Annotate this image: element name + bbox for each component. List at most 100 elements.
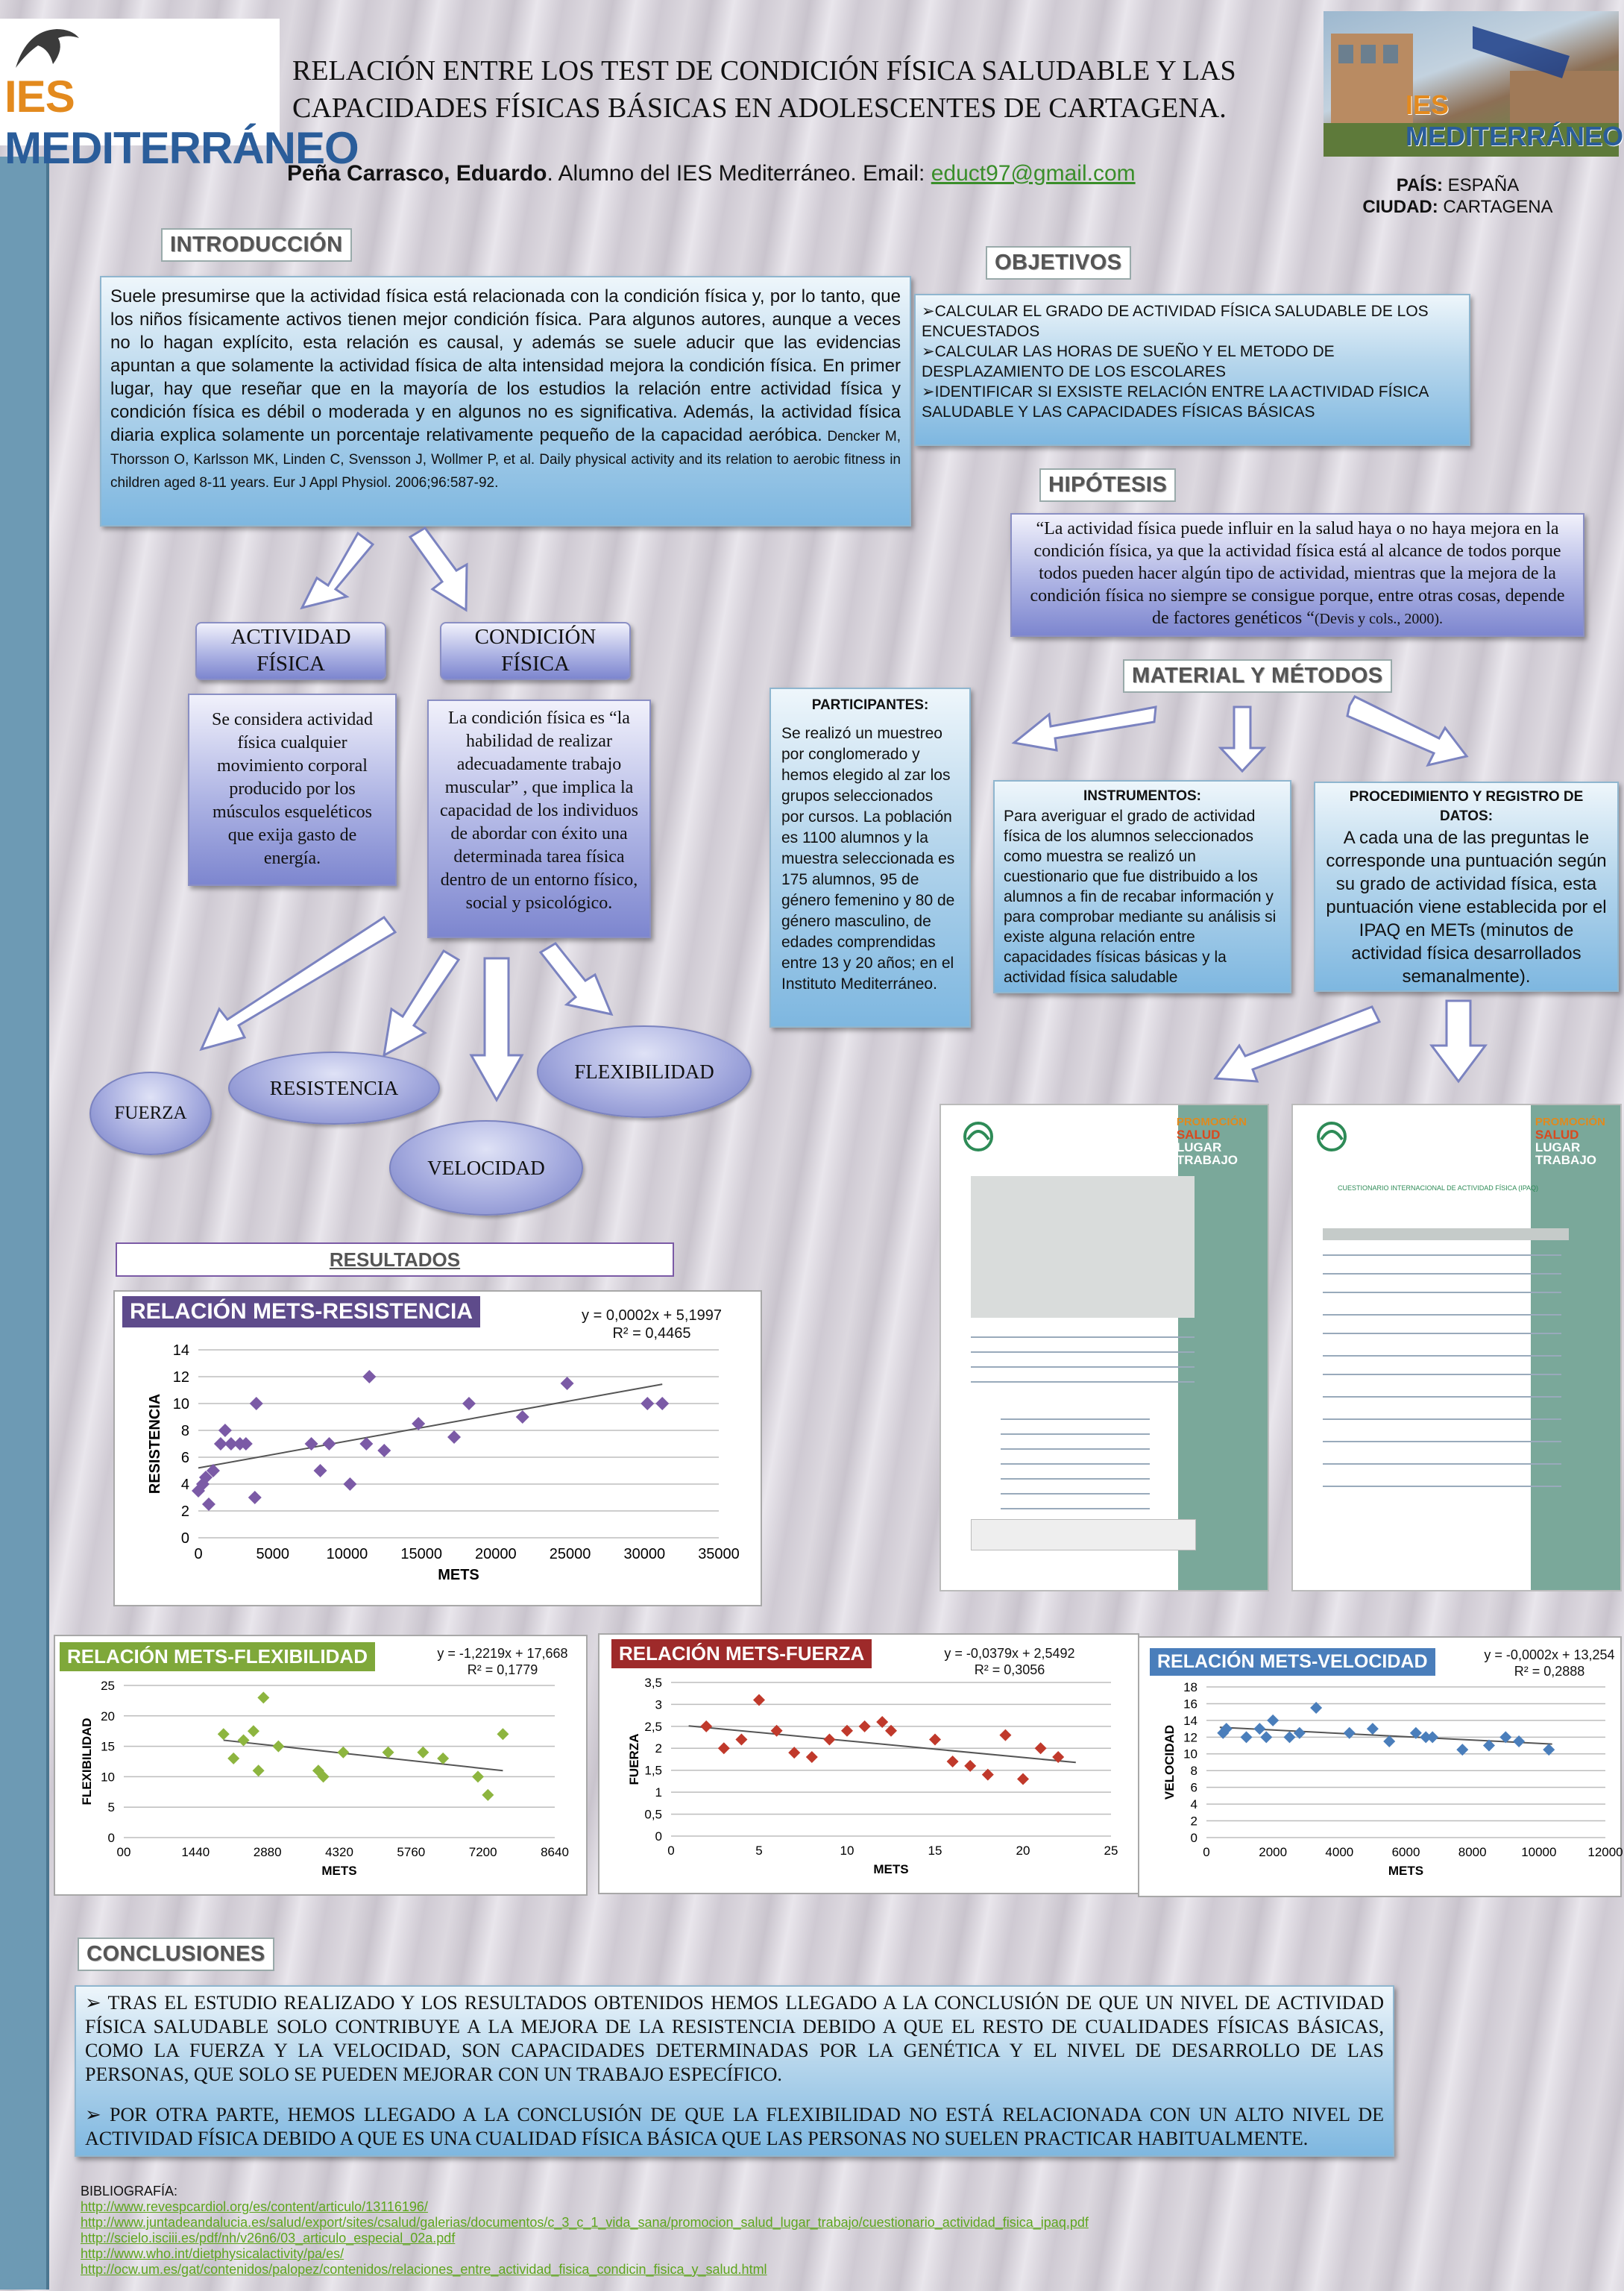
x-tick-label: 00	[117, 1845, 131, 1859]
flexibilidad-ellipse: FLEXIBILIDAD	[537, 1025, 752, 1118]
data-point	[227, 1752, 240, 1764]
conclusion-item: ➢ TRAS EL ESTUDIO REALIZADO Y LOS RESULT…	[85, 1991, 1384, 2087]
arrow-to-participantes-icon	[1218, 705, 1267, 773]
x-tick-label: 20000	[475, 1546, 517, 1562]
x-axis-label: METS	[1388, 1864, 1423, 1878]
document-side-band	[1531, 1105, 1620, 1590]
objetivo-item: ➢IDENTIFICAR SI EXSISTE RELACIÓN ENTRE L…	[922, 382, 1463, 422]
x-tick-label: 25	[1104, 1844, 1118, 1858]
y-tick-label: 25	[101, 1679, 115, 1693]
brand-line: LUGAR	[1535, 1140, 1581, 1154]
objetivos-box: ➢CALCULAR EL GRADO DE ACTIVIDAD FÍSICA S…	[914, 294, 1470, 446]
chart-title: RELACIÓN METS-FLEXIBILIDAD	[60, 1642, 375, 1671]
data-point	[482, 1788, 494, 1801]
intro-arrows	[300, 527, 468, 612]
condicion-fisica-title: CONDICIÓN FÍSICA	[440, 622, 631, 680]
arrow-down-left-icon	[300, 531, 375, 610]
data-point	[770, 1724, 783, 1737]
bibliografia-link[interactable]: http://www.revespcardiol.org/es/content/…	[81, 2199, 428, 2214]
x-tick-label: 0	[1203, 1845, 1209, 1859]
data-point	[885, 1724, 897, 1737]
hipotesis-box: “La actividad física puede influir en la…	[1010, 513, 1584, 637]
data-point	[981, 1768, 994, 1781]
data-point	[317, 1770, 330, 1783]
logo-mediterraneo-text: MEDITERRÁNEO	[4, 123, 359, 173]
author-email-link[interactable]: educt97@gmail.com	[931, 161, 1136, 186]
ipaq-heading: CUESTIONARIO INTERNACIONAL DE ACTIVIDAD …	[1338, 1184, 1539, 1192]
country-value: ESPAÑA	[1442, 175, 1520, 195]
bibliografia: BIBLIOGRAFÍA: http://www.revespcardiol.o…	[81, 2184, 1089, 2278]
data-point	[337, 1746, 350, 1759]
y-tick-label: 8	[181, 1423, 189, 1439]
arrow-to-document1-icon	[1213, 1005, 1382, 1083]
bibliografia-link[interactable]: http://scielo.isciii.es/pdf/nh/v26n6/03_…	[81, 2231, 456, 2246]
condicion-fisica-definition: La condición física es “la habilidad de …	[427, 700, 651, 938]
trend-line	[223, 1739, 503, 1772]
data-point	[304, 1437, 318, 1451]
data-point	[1220, 1723, 1233, 1735]
data-point	[515, 1410, 529, 1424]
data-point	[805, 1751, 818, 1764]
data-point	[218, 1424, 232, 1437]
equation-text: y = 0,0002x + 5,1997	[582, 1307, 722, 1324]
data-point	[1409, 1726, 1422, 1739]
objetivo-item: ➢CALCULAR LAS HORAS DE SUEÑO Y EL METODO…	[922, 342, 1463, 382]
data-point	[655, 1397, 670, 1410]
conclusiones-heading: CONCLUSIONES	[78, 1938, 274, 1971]
documents-arrows	[1213, 999, 1488, 1084]
y-tick-label: 18	[1183, 1680, 1197, 1694]
y-tick-label: 2,5	[644, 1720, 662, 1734]
data-point	[1499, 1731, 1512, 1744]
conclusion-text: TRAS EL ESTUDIO REALIZADO Y LOS RESULTAD…	[85, 1992, 1384, 2085]
y-tick-label: 0	[655, 1829, 662, 1844]
x-tick-label: 15000	[400, 1546, 442, 1562]
data-point	[1420, 1731, 1432, 1744]
data-point	[252, 1764, 265, 1777]
equation-text: y = -0,0379x + 2,5492	[944, 1646, 1075, 1661]
data-point	[700, 1720, 713, 1732]
data-point	[217, 1728, 230, 1741]
brand-line: SALUD	[1176, 1128, 1221, 1142]
y-tick-label: 8	[1191, 1764, 1197, 1778]
y-tick-label: 3,5	[644, 1676, 662, 1690]
chart-resistencia: RELACIÓN METS-RESISTENCIA y = 0,0002x + …	[113, 1290, 762, 1606]
city-value: CARTAGENA	[1438, 197, 1553, 217]
y-tick-label: 2	[1191, 1814, 1197, 1829]
actividad-fisica-title: ACTIVIDAD FÍSICA	[195, 622, 386, 680]
data-point	[247, 1725, 259, 1738]
building-photo-icon	[1324, 26, 1619, 157]
data-point	[1034, 1742, 1047, 1755]
chart-velocidad: RELACIÓN METS-VELOCIDAD y = -0,0002x + 1…	[1138, 1636, 1623, 1897]
bibliografia-link[interactable]: http://www.who.int/dietphysicalactivity/…	[81, 2246, 344, 2261]
equation-text: y = -0,0002x + 13,254	[1484, 1647, 1615, 1662]
data-point	[641, 1397, 655, 1410]
objetivo-item: ➢CALCULAR EL GRADO DE ACTIVIDAD FÍSICA S…	[922, 301, 1463, 342]
data-point	[1217, 1726, 1230, 1739]
x-tick-label: 20	[1016, 1844, 1030, 1858]
data-point	[560, 1377, 574, 1390]
data-point	[788, 1747, 801, 1759]
brand-line: PROMOCIÓN	[1176, 1116, 1247, 1128]
y-tick-label: 6	[181, 1450, 189, 1466]
data-point	[447, 1430, 462, 1444]
y-tick-label: 10	[101, 1770, 115, 1784]
conclusiones-box: ➢ TRAS EL ESTUDIO REALIZADO Y LOS RESULT…	[75, 1985, 1394, 2157]
data-point	[248, 1491, 262, 1504]
resistencia-ellipse: RESISTENCIA	[228, 1052, 440, 1125]
y-tick-label: 2	[181, 1503, 189, 1520]
y-tick-label: 10	[1183, 1747, 1197, 1762]
bibliografia-link[interactable]: http://ocw.um.es/gat/contenidos/palopez/…	[81, 2262, 767, 2277]
y-tick-label: 12	[1183, 1730, 1197, 1744]
bibliografia-link[interactable]: http://www.juntadeandalucia.es/salud/exp…	[81, 2215, 1089, 2230]
data-point	[198, 1471, 213, 1484]
y-tick-label: 10	[173, 1396, 189, 1412]
hipotesis-citation: (Devis y cols., 2000).	[1314, 611, 1444, 627]
data-point	[201, 1498, 215, 1511]
objetivo-text: CALCULAR LAS HORAS DE SUEÑO Y EL METODO …	[922, 343, 1335, 380]
data-point	[858, 1720, 871, 1732]
y-tick-label: 0	[108, 1831, 115, 1845]
y-tick-label: 4	[1191, 1797, 1197, 1811]
